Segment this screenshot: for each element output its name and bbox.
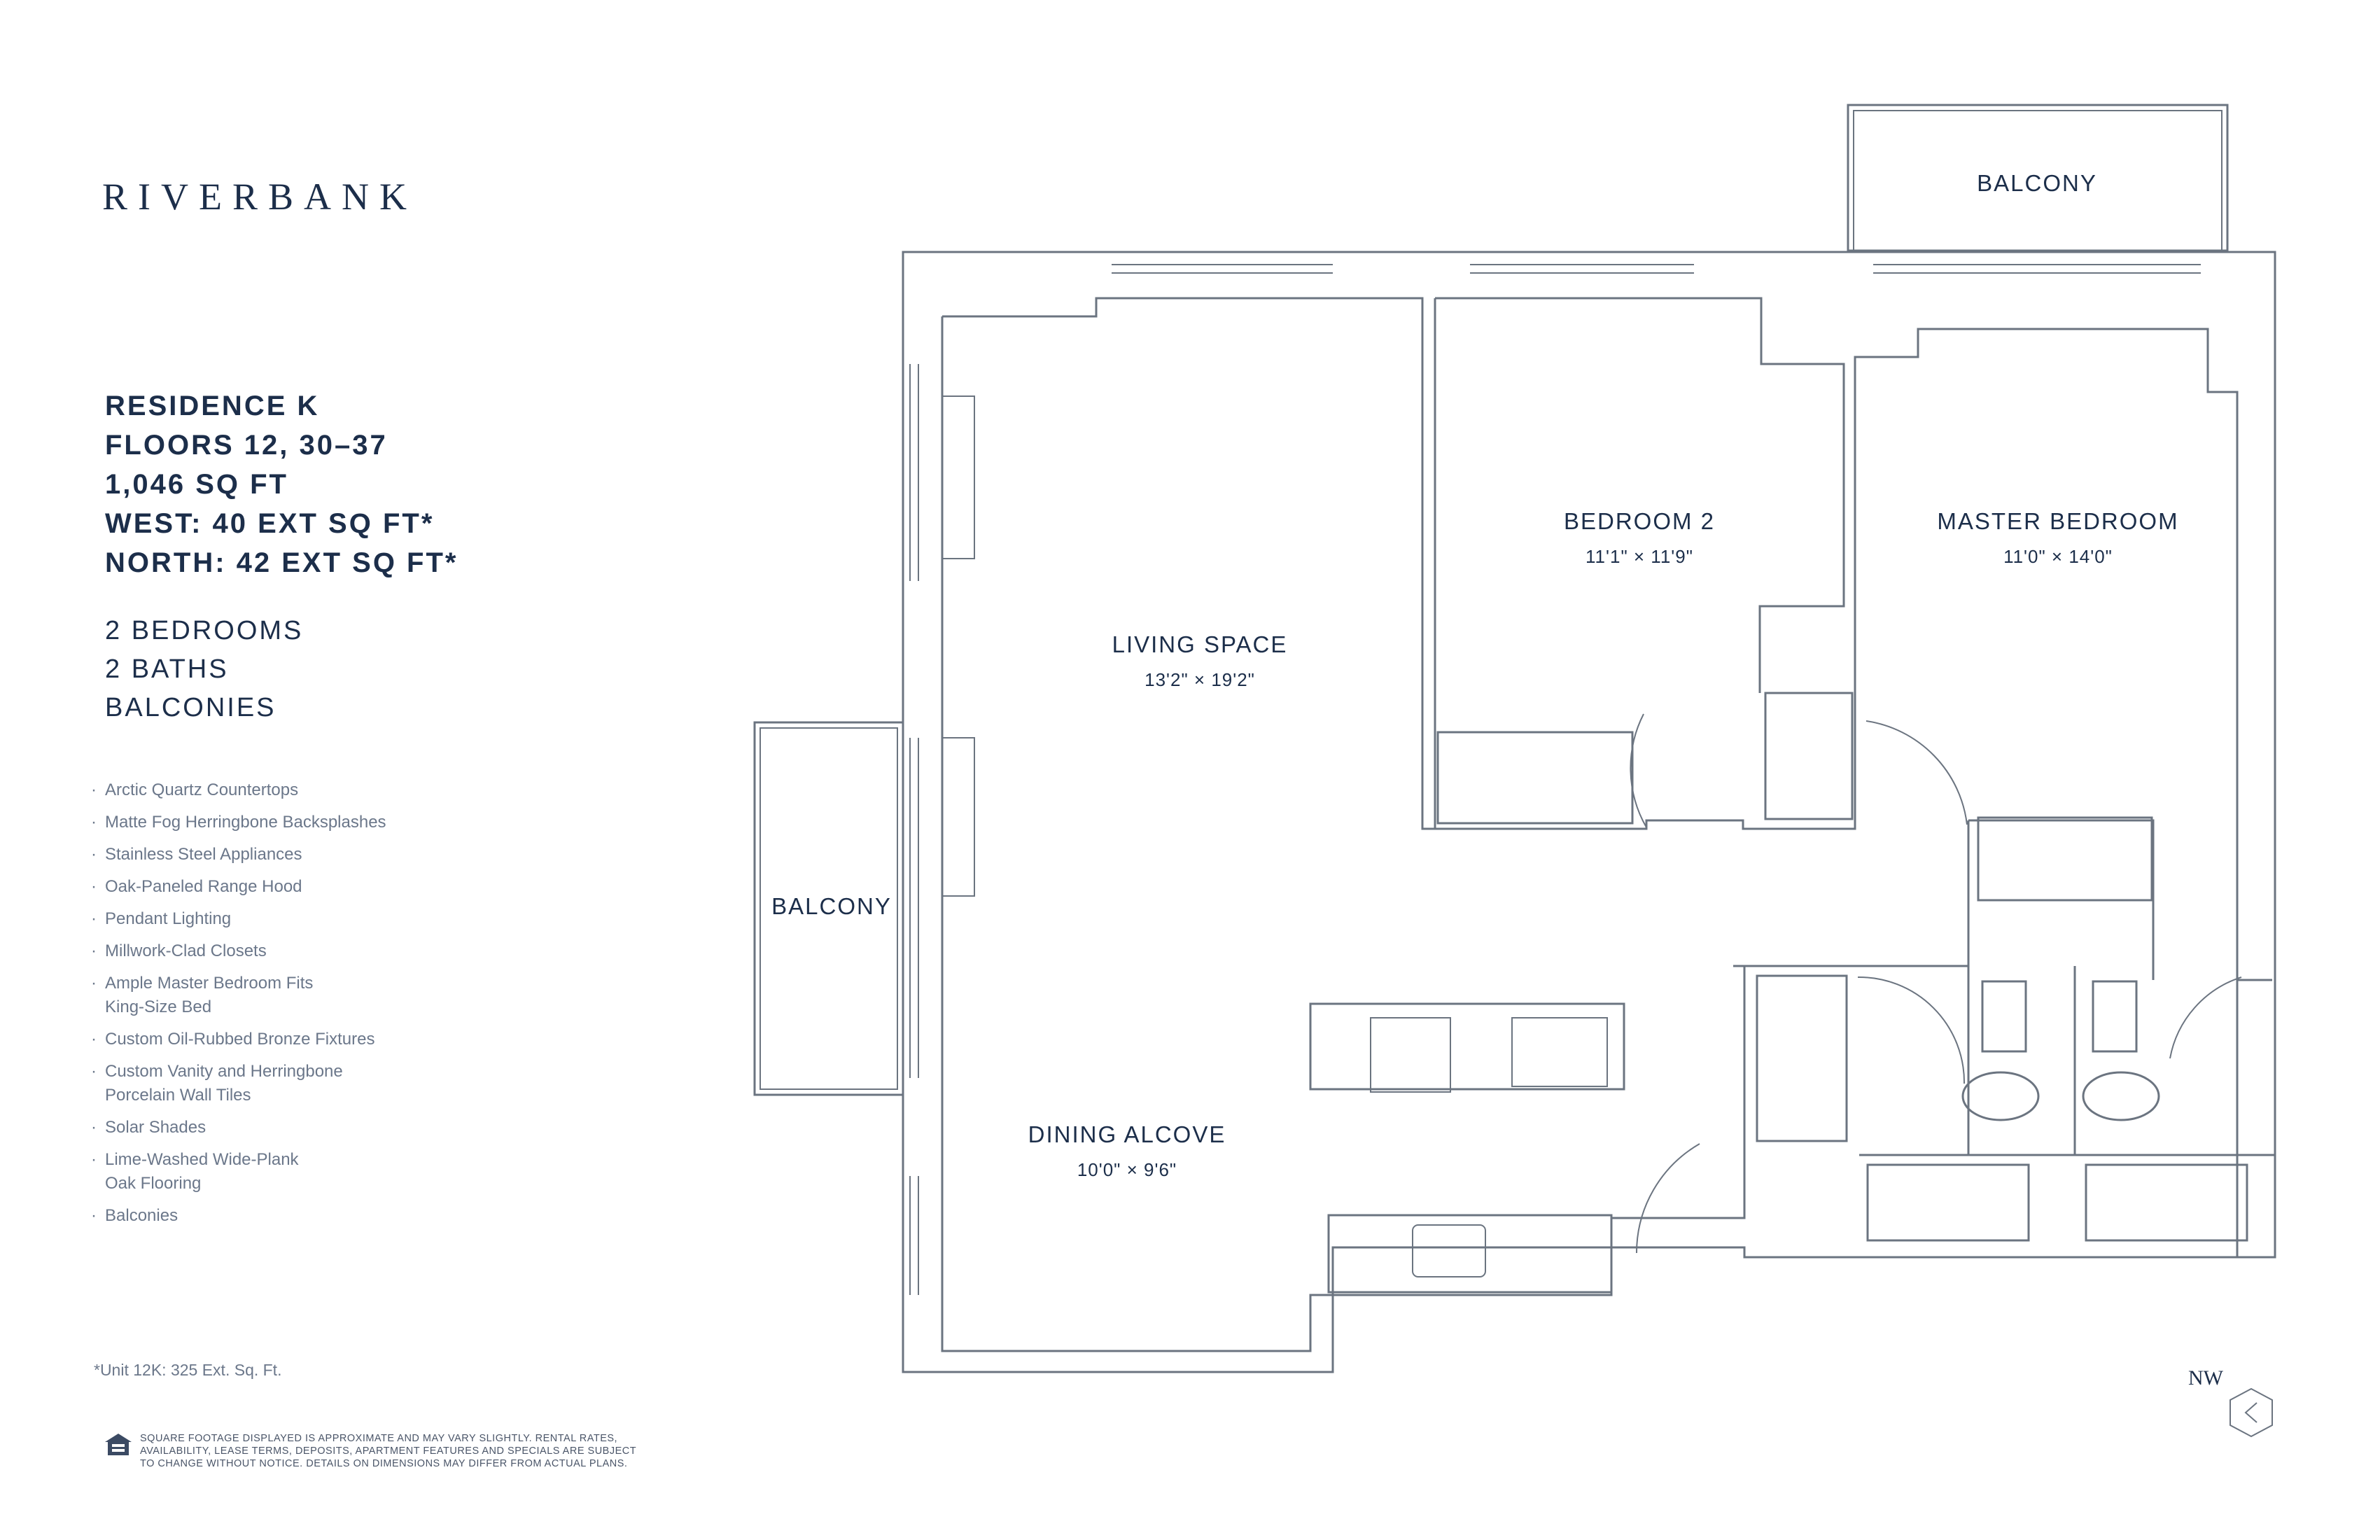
cooktop <box>1370 1017 1451 1093</box>
west-windows <box>909 364 919 1295</box>
residence-heading: RESIDENCE K FLOORS 12, 30–37 1,046 SQ FT… <box>105 386 458 582</box>
feature-text: Custom Vanity and Herringbone Porcelain … <box>105 1062 343 1105</box>
feature-item: · Stainless Steel Appliances <box>91 843 386 867</box>
linen-closet <box>1756 974 1848 1142</box>
compass-icon <box>2230 1387 2273 1438</box>
feature-item: · Matte Fog Herringbone Backsplashes <box>91 811 386 834</box>
summary-bedrooms: 2 BEDROOMS <box>105 616 304 645</box>
bullet: · <box>91 1118 97 1137</box>
exterior-wall-inner <box>941 297 2239 1352</box>
feature-text: Pendant Lighting <box>105 909 232 928</box>
living-window-niche <box>941 396 975 559</box>
north-balcony-inner <box>1853 110 2222 251</box>
bullet: · <box>91 780 97 799</box>
living-dims: 13'2" × 19'2" <box>1144 669 1255 690</box>
bullet: · <box>91 1150 97 1169</box>
bullet: · <box>91 1062 97 1081</box>
bedroom2-walls <box>1434 297 1845 830</box>
dining-dims: 10'0" × 9'6" <box>1077 1159 1177 1180</box>
bullet: · <box>91 1030 97 1049</box>
vanity-1 <box>1981 980 2027 1053</box>
bedroom2-dims: 11'1" × 11'9" <box>1586 546 1693 567</box>
feature-item: · Solar Shades <box>91 1116 386 1140</box>
exterior-wall-outer <box>902 251 2276 1373</box>
dining-window-niche <box>941 737 975 897</box>
feature-text: Matte Fog Herringbone Backsplashes <box>105 813 386 832</box>
master-closet <box>1977 816 2153 902</box>
feature-text: Arctic Quartz Countertops <box>105 780 299 799</box>
feature-item: · Balconies <box>91 1204 386 1228</box>
bathtub-2 <box>2085 1163 2248 1242</box>
feature-text: Stainless Steel Appliances <box>105 845 302 864</box>
feature-item: · Custom Oil-Rubbed Bronze Fixtures <box>91 1028 386 1051</box>
feature-item: · Oak-Paneled Range Hood <box>91 875 386 899</box>
feature-item: · Pendant Lighting <box>91 907 386 931</box>
dining-label: DINING ALCOVE <box>1028 1121 1226 1147</box>
master-dims: 11'0" × 14'0" <box>2003 546 2113 567</box>
feature-list: · Arctic Quartz Countertops · Matte Fog He… <box>91 778 386 1236</box>
bedroom2-closet <box>1436 731 1634 825</box>
residence-floors: FLOORS 12, 30–37 <box>105 430 388 461</box>
feature-text: Lime-Washed Wide-Plank Oak Flooring <box>105 1150 299 1193</box>
bullet: · <box>91 1206 97 1225</box>
entry-door <box>1635 1143 1700 1254</box>
toilet-1 <box>1961 1071 2040 1121</box>
living-label: LIVING SPACE <box>1112 631 1288 657</box>
bullet: · <box>91 941 97 960</box>
residence-north-ext: NORTH: 42 EXT SQ FT* <box>105 547 458 578</box>
brand-logo: RIVERBANK <box>102 176 418 218</box>
feature-text: Millwork-Clad Closets <box>105 941 267 960</box>
feature-text: Custom Oil-Rubbed Bronze Fixtures <box>105 1030 375 1049</box>
master-bedroom-walls <box>1854 357 2272 981</box>
master-door <box>1865 720 1968 825</box>
feature-item: · Ample Master Bedroom Fits King-Size Bed <box>91 972 386 1019</box>
kitchen-counter <box>1327 1214 1613 1294</box>
vanity-2 <box>2092 980 2138 1053</box>
feature-text: Ample Master Bedroom Fits King-Size Bed <box>105 974 314 1016</box>
residence-west-ext: WEST: 40 EXT SQ FT* <box>105 508 435 539</box>
residence-name: RESIDENCE K <box>105 391 320 421</box>
summary-balconies: BALCONIES <box>105 693 276 722</box>
feature-text: Balconies <box>105 1206 178 1225</box>
bullet: · <box>91 845 97 864</box>
feature-item: · Custom Vanity and Herringbone Porcelain… <box>91 1060 386 1107</box>
balcony-west-label: BALCONY <box>771 893 892 919</box>
compass-label: NW <box>2188 1366 2223 1390</box>
kitchen-sink <box>1412 1224 1486 1278</box>
bullet: · <box>91 909 97 928</box>
residence-area: 1,046 SQ FT <box>105 469 288 500</box>
feature-text: Solar Shades <box>105 1118 206 1137</box>
feature-item: · Lime-Washed Wide-Plank Oak Flooring <box>91 1148 386 1196</box>
equal-housing-icon <box>105 1434 132 1455</box>
north-windows <box>1112 264 2201 274</box>
bedroom2-label: BEDROOM 2 <box>1564 508 1715 534</box>
balcony-north-label: BALCONY <box>1977 170 2097 196</box>
master-label: MASTER BEDROOM <box>1937 508 2178 534</box>
feature-text: Oak-Paneled Range Hood <box>105 877 302 896</box>
island-sink <box>1511 1017 1608 1087</box>
hall-closet <box>1764 692 1854 820</box>
bullet: · <box>91 974 97 993</box>
bedroom2-door <box>1630 713 1647 828</box>
toilet-2 <box>2082 1071 2160 1121</box>
bath2-door <box>2169 976 2242 1059</box>
west-balcony-inner <box>760 727 898 1090</box>
feature-item: · Millwork-Clad Closets <box>91 939 386 963</box>
summary-baths: 2 BATHS <box>105 654 229 684</box>
bullet: · <box>91 877 97 896</box>
residence-summary: 2 BEDROOMS 2 BATHS BALCONIES <box>105 612 303 727</box>
bullet: · <box>91 813 97 832</box>
unit-footnote: *Unit 12K: 325 Ext. Sq. Ft. <box>94 1361 282 1379</box>
bath1-door <box>1857 976 1966 1084</box>
bathroom-walls <box>1733 820 2275 1156</box>
bathtub-1 <box>1866 1163 2030 1242</box>
kitchen-island <box>1309 1002 1625 1091</box>
disclaimer-text: SQUARE FOOTAGE DISPLAYED IS APPROXIMATE … <box>140 1433 637 1469</box>
feature-item: · Arctic Quartz Countertops <box>91 778 386 802</box>
